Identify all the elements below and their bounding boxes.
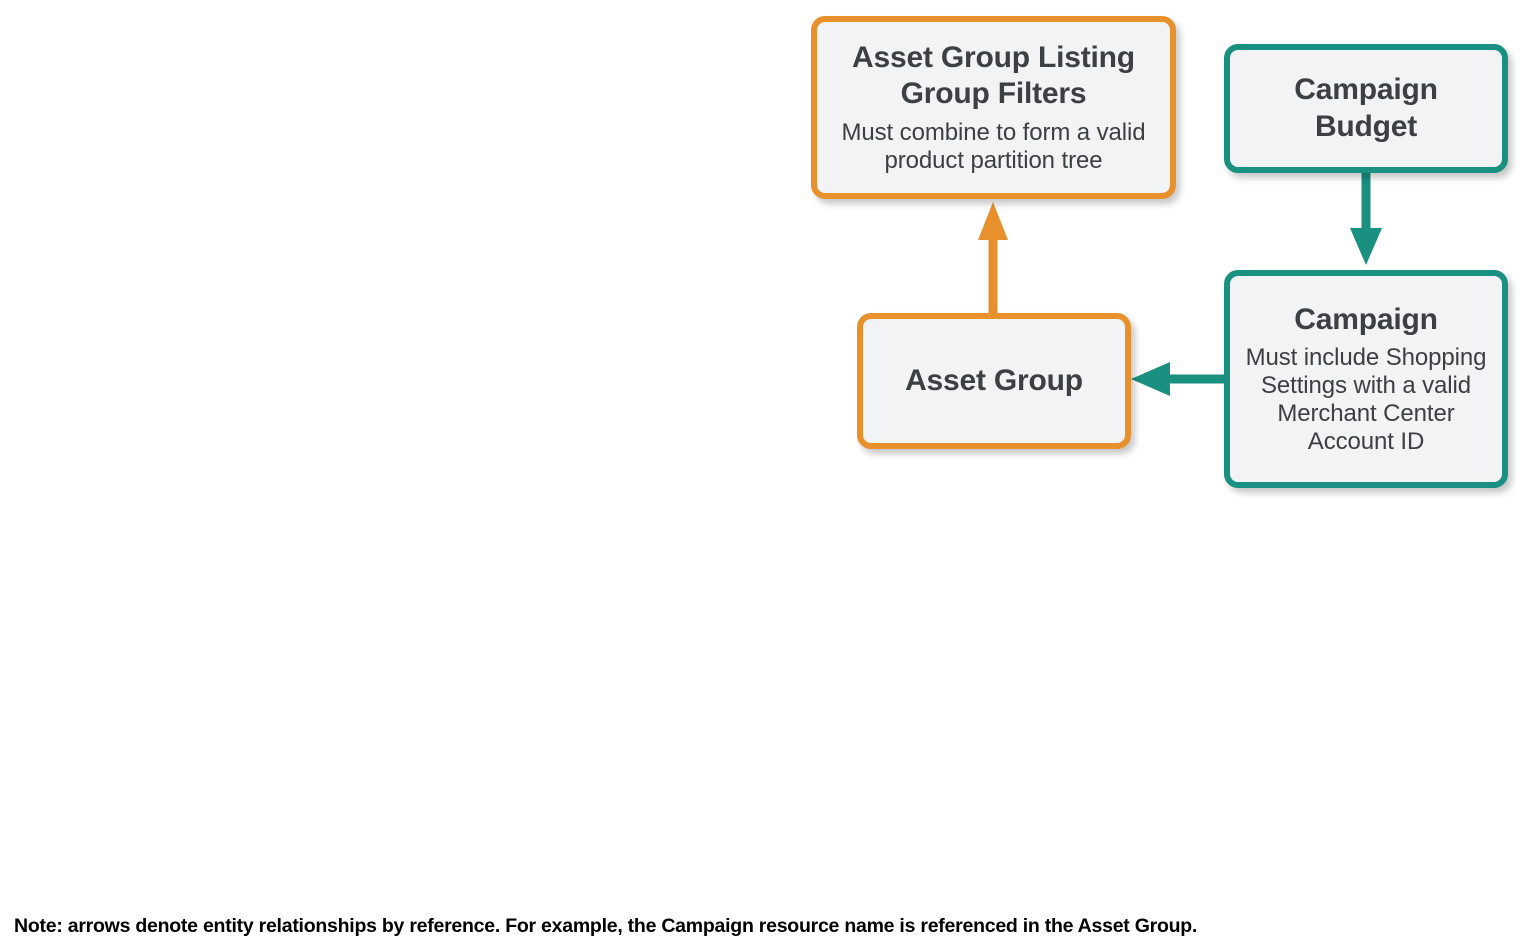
diagram-footnote: Note: arrows denote entity relationships… [14,915,1198,937]
node-title: Asset Group [905,363,1083,397]
arrow-head-up [978,202,1008,240]
node-title: Campaign Budget [1294,72,1438,143]
arrow-campaign-budget-to-campaign [1350,170,1382,265]
node-title: Campaign [1294,302,1438,336]
arrow-head-left [1131,362,1170,396]
node-asset-group[interactable]: Asset Group [857,313,1131,449]
node-title: Asset Group Listing Group Filters [852,40,1135,111]
node-campaign-budget[interactable]: Campaign Budget [1224,44,1508,173]
node-campaign[interactable]: Campaign Must include Shopping Settings … [1224,270,1508,488]
arrow-head-down [1350,228,1382,265]
arrow-asset-group-to-listing-group-filters [978,202,1008,316]
arrow-campaign-to-asset-group [1131,362,1226,396]
node-subtitle: Must combine to form a valid product par… [841,119,1146,175]
node-asset-group-listing-group-filters[interactable]: Asset Group Listing Group Filters Must c… [811,16,1176,199]
node-subtitle: Must include Shopping Settings with a va… [1245,344,1487,456]
